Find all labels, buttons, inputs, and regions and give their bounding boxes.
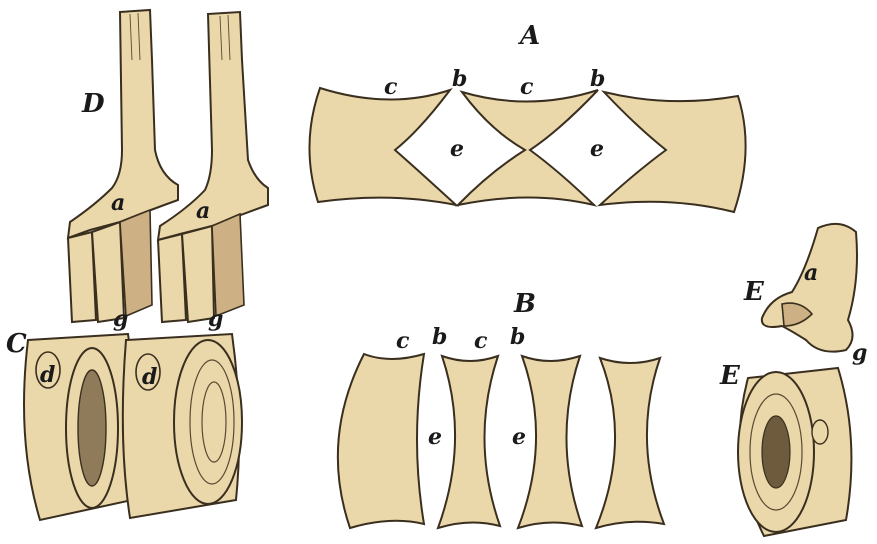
centrum-a-1 <box>309 88 456 205</box>
label-c-b2: c <box>474 328 488 354</box>
label-b-b1: b <box>432 324 447 350</box>
vertebra-body-right <box>123 334 242 518</box>
label-g-left: g <box>113 306 128 332</box>
label-a-e: a <box>804 260 818 286</box>
label-b-b2: b <box>510 324 525 350</box>
panel-d-label: D <box>81 89 105 119</box>
panel-e: E E a g <box>719 224 867 536</box>
label-a-left: a <box>111 190 125 216</box>
centrum-b-1 <box>338 354 424 528</box>
label-a-right: a <box>196 198 210 224</box>
label-b-a2: b <box>590 66 605 92</box>
panel-b-label: B <box>513 289 536 319</box>
label-d-right: d <box>142 364 157 390</box>
vertebra-e <box>738 368 851 536</box>
label-g-right: g <box>208 306 223 332</box>
spine-right <box>158 12 268 322</box>
centrum-a-2 <box>458 90 598 205</box>
label-e-b2: e <box>512 424 526 450</box>
panel-c-label: C <box>6 329 27 359</box>
panel-a: A c b c b e e <box>309 21 745 212</box>
panel-e-label-bottom: E <box>719 361 741 391</box>
process-e <box>762 224 857 352</box>
centrum-b-3 <box>518 356 582 528</box>
label-b-a1: b <box>452 66 467 92</box>
label-g-e: g <box>852 340 867 366</box>
label-c-b1: c <box>396 328 410 354</box>
panel-a-label: A <box>517 21 540 51</box>
label-d-left: d <box>40 362 55 388</box>
label-c-a2: c <box>520 74 534 100</box>
panel-b: B c b c b e e <box>338 289 664 528</box>
centrum-b-2 <box>438 356 500 528</box>
label-e-a2: e <box>590 136 604 162</box>
label-e-b1: e <box>428 424 442 450</box>
panel-e-label-top: E <box>743 277 765 307</box>
centrum-a-3 <box>600 92 746 212</box>
label-e-a1: e <box>450 136 464 162</box>
panel-c: C d d <box>6 329 242 520</box>
label-c-a1: c <box>384 74 398 100</box>
centrum-b-4 <box>596 358 664 528</box>
panel-d: D a a g g <box>68 10 268 332</box>
